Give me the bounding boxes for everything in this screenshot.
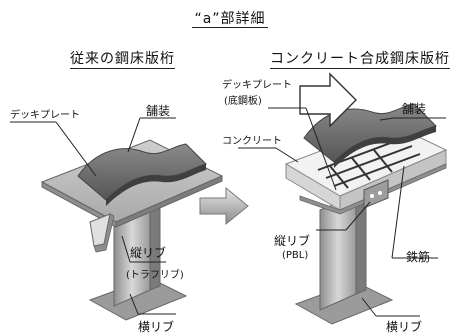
label-trough-rib: (トラフリブ): [126, 270, 184, 281]
label-longitudinal-rib-right: 縦リブ: [274, 234, 311, 248]
diagram-title: “a”部詳細: [192, 11, 268, 28]
label-rebar: 鉄筋: [406, 250, 431, 264]
right-heading: コンクリート合成鋼床版桁: [270, 48, 450, 69]
label-longitudinal-rib-left: 縦リブ: [130, 246, 167, 260]
label-transverse-rib-left: 横リブ: [138, 320, 175, 334]
left-girder-illustration: [40, 139, 224, 321]
arrow-right-icon: [199, 186, 249, 226]
label-concrete: コンクリート: [222, 136, 282, 147]
label-deck-plate-left: デッキプレート: [10, 110, 80, 121]
label-pavement-right: 舗装: [402, 102, 427, 116]
left-heading: 従来の鋼床版桁: [70, 48, 175, 69]
label-bottom-steel-plate: (底鋼板): [224, 96, 262, 107]
label-pbl: (PBL): [282, 250, 309, 261]
label-pavement-left: 舗装: [146, 104, 171, 118]
label-deck-plate-right: デッキプレート: [222, 80, 292, 91]
label-transverse-rib-right: 横リブ: [386, 320, 423, 334]
outline-arrow-icon: [299, 72, 357, 128]
